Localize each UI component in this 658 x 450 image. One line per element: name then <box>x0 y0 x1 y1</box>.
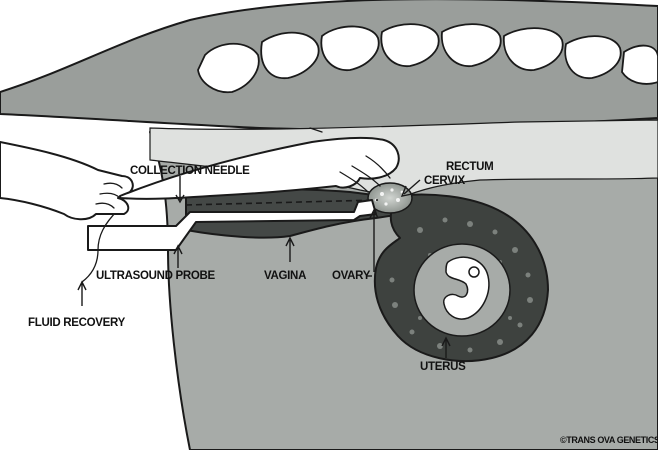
label-vagina: VAGINA <box>264 270 306 282</box>
label-fluid-recovery: FLUID RECOVERY <box>28 317 126 329</box>
credit-text: ©TRANS OVA GENETICS <box>560 435 658 445</box>
vertebra <box>622 46 658 84</box>
fluid-recovery-pointer <box>78 282 86 306</box>
label-collection-needle: COLLECTION NEEDLE <box>130 165 250 177</box>
label-ultrasound-probe: ULTRASOUND PROBE <box>96 270 216 282</box>
spine-region <box>0 0 658 129</box>
label-cervix: CERVIX <box>424 175 465 187</box>
label-rectum: RECTUM <box>446 161 493 173</box>
label-ovary: OVARY <box>332 270 371 282</box>
label-uterus: UTERUS <box>420 361 466 373</box>
